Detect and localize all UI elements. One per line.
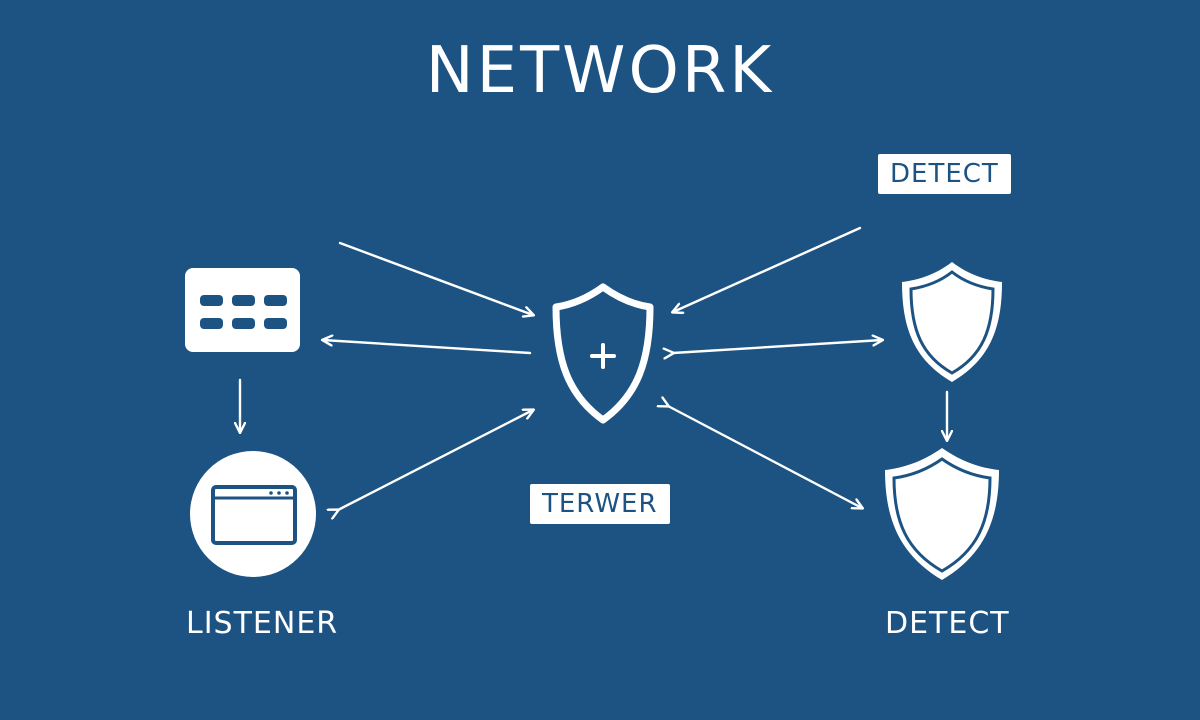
shield-icon [902,262,1002,382]
server-icon [185,268,300,352]
shield-plus-icon [552,283,654,424]
arrow [673,340,882,353]
diagram-title: NETWORK [425,34,775,108]
arrow [668,406,862,508]
label-terwer: TERWER [530,484,670,524]
arrow [338,241,533,315]
arrow [323,340,532,355]
browser-window-icon [190,451,316,577]
label-detect-bottom: DETECT [885,606,1010,641]
arrow [338,410,533,510]
label-listener: LISTENER [186,606,339,641]
arrow [673,226,862,312]
label-detect-top: DETECT [878,154,1011,194]
shield-icon [885,448,999,580]
